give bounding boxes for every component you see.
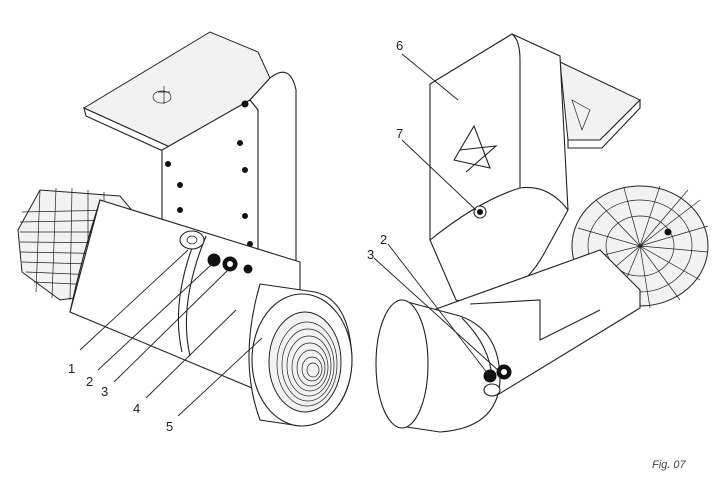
right-mount-bracket: [559, 61, 641, 149]
callout-4: 4: [133, 401, 140, 416]
figure-label: Fig. 07: [652, 459, 687, 471]
callout-3-left: 3: [101, 384, 108, 399]
callout-2-right: 2: [380, 232, 387, 247]
right-yoke-arm: [429, 33, 569, 305]
left-clamp: [177, 230, 253, 357]
callout-2-left: 2: [86, 374, 93, 389]
left-projector: [17, 31, 353, 427]
callout-6: 6: [396, 38, 403, 53]
brand-logo: [453, 124, 498, 173]
callout-7: 7: [396, 126, 403, 141]
callout-labels: 1 2 3 4 5 6 7 2 3: [68, 38, 403, 434]
left-lens-rings: [276, 321, 338, 407]
right-projector: [373, 33, 709, 433]
callout-1: 1: [68, 361, 75, 376]
right-leader-lines: [373, 53, 501, 375]
callout-3-right: 3: [367, 247, 374, 262]
right-front-cylinder: [375, 299, 501, 433]
left-lens-housing: [248, 283, 353, 427]
callout-5: 5: [166, 419, 173, 434]
left-leader-lines: [79, 249, 263, 417]
yoke-screws: [165, 100, 253, 247]
